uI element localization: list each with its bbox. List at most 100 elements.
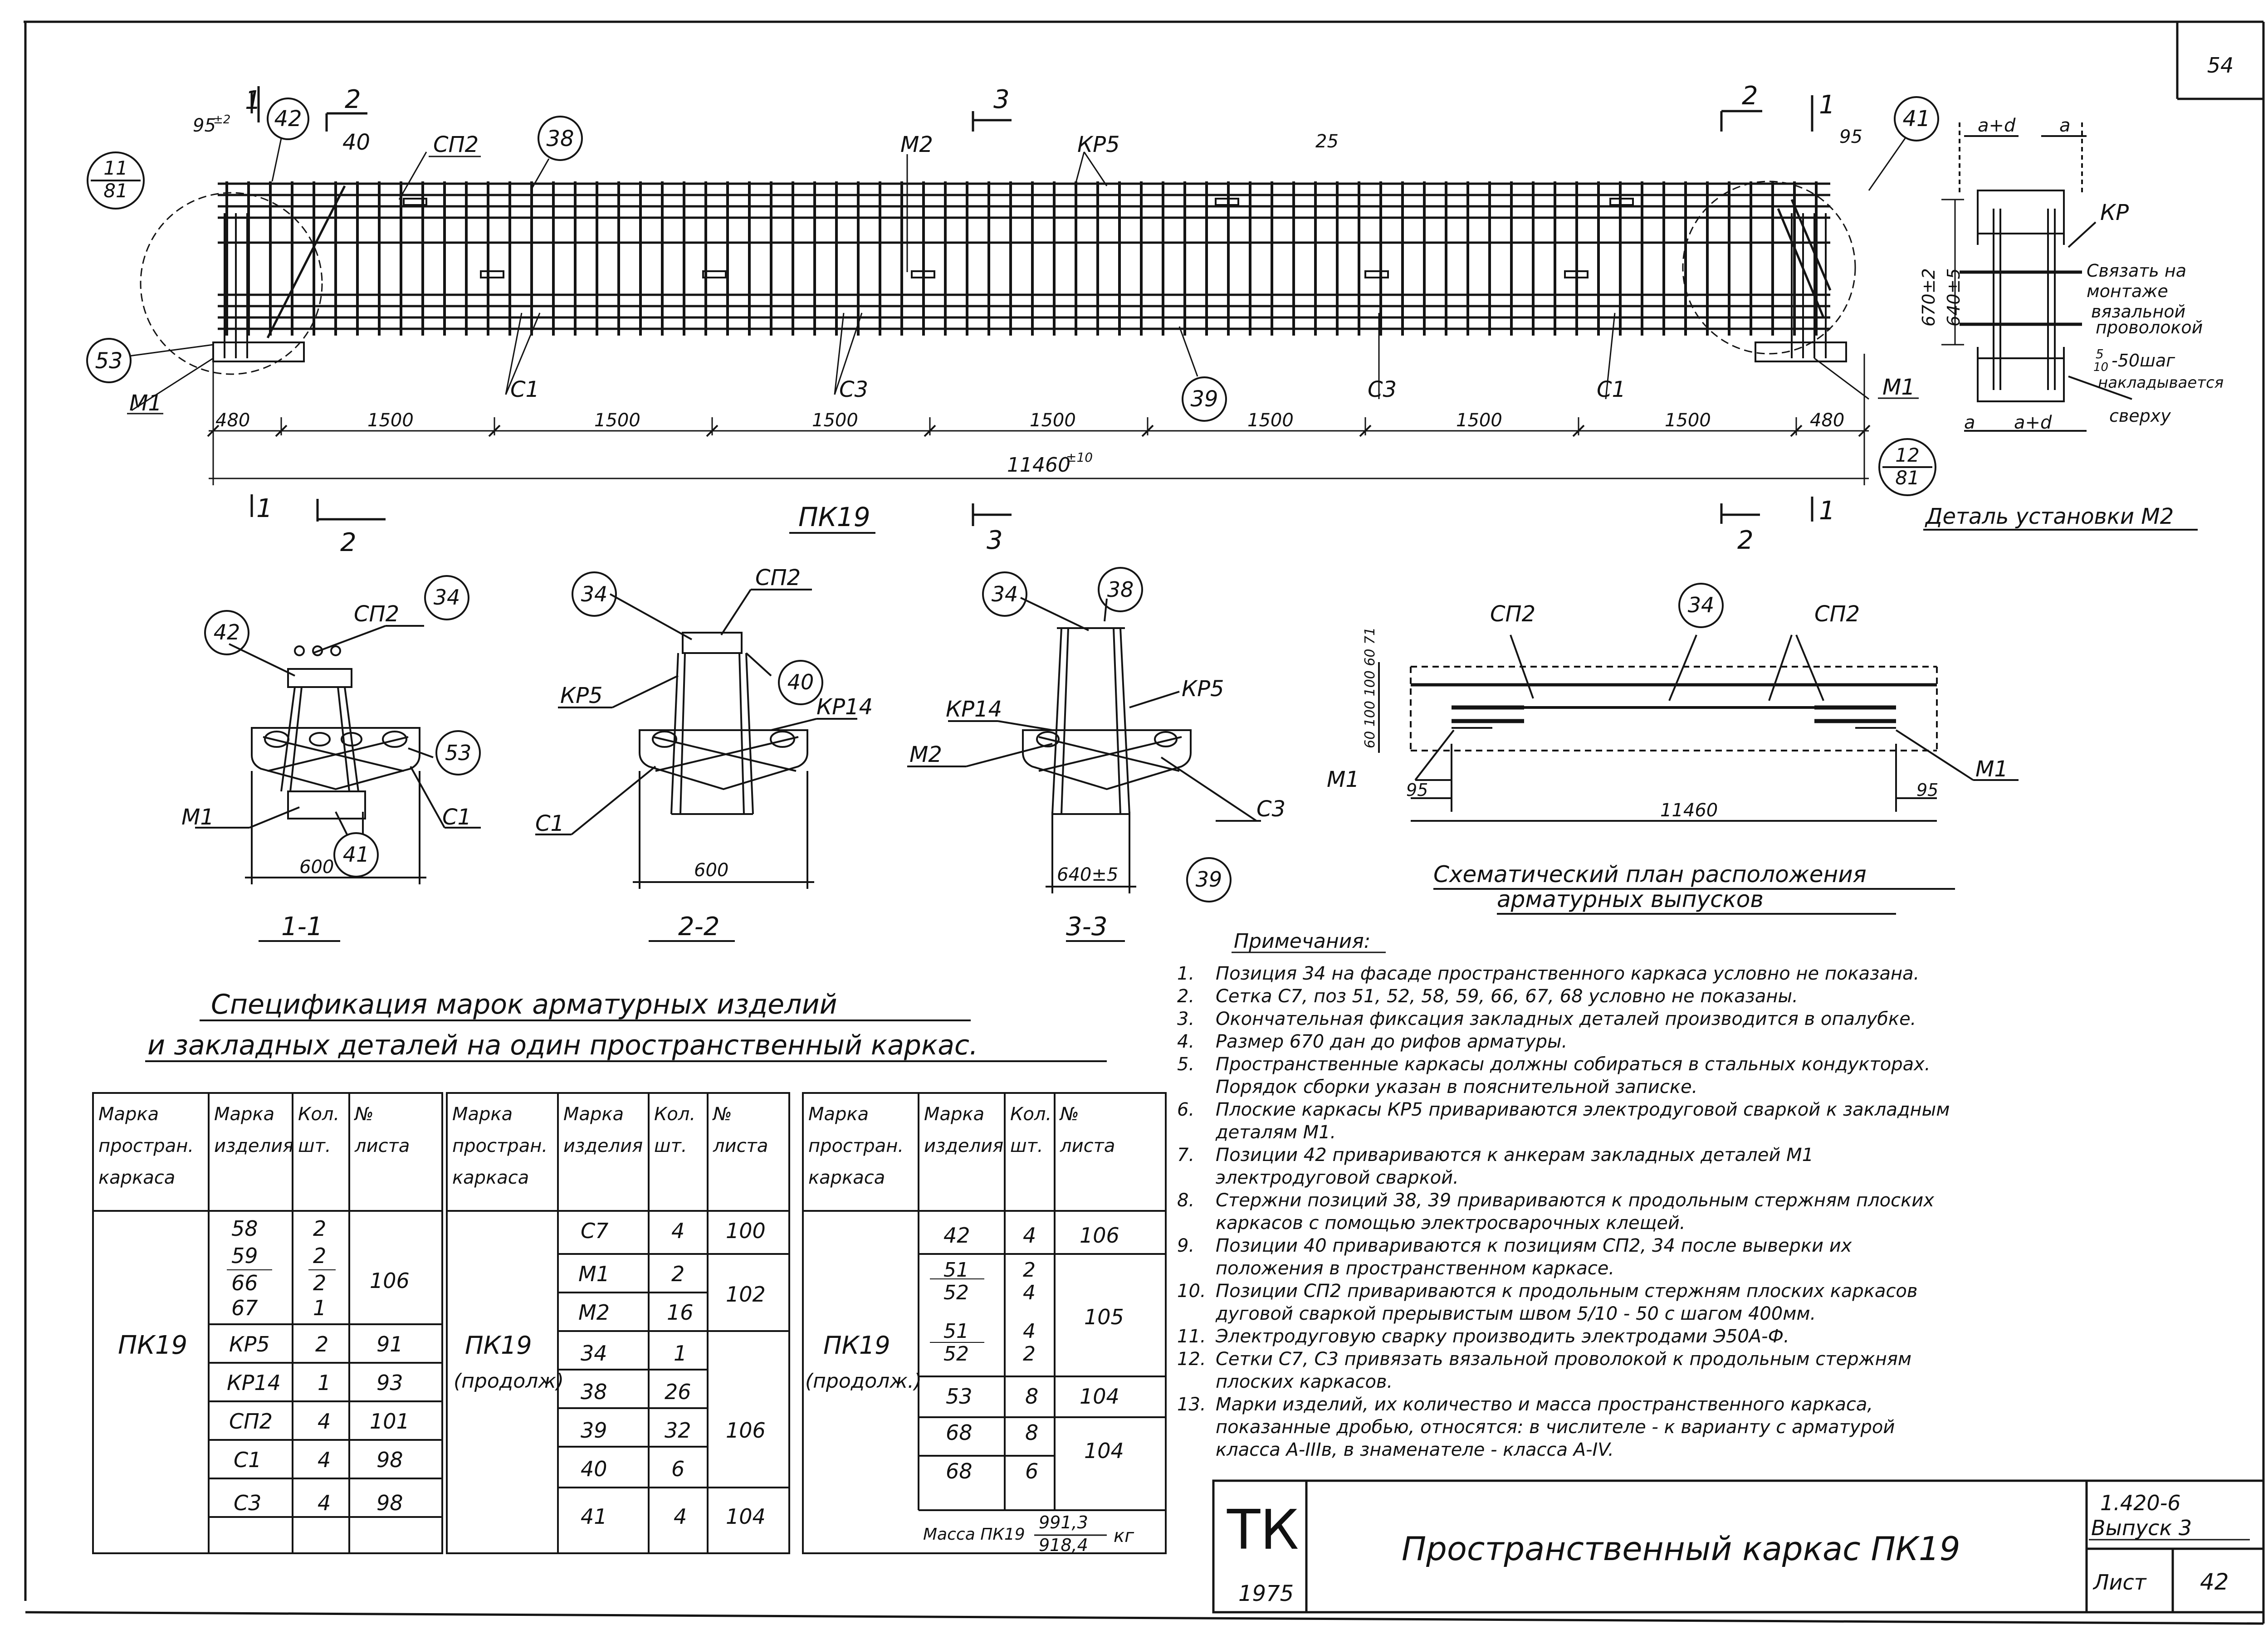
spec-header-cell: Марка <box>98 1104 159 1125</box>
spec-header-cell: изделия <box>563 1136 643 1156</box>
t2-r4-qty: 26 <box>665 1380 691 1404</box>
s33-c3: С3 <box>1256 796 1286 822</box>
dim-bay-7: 1500 <box>1665 410 1711 431</box>
t1-r4-sheet: 91 <box>376 1332 403 1356</box>
t2-r0-qty: 4 <box>671 1219 684 1243</box>
detail-m2-a-bottom: a <box>1964 412 1975 433</box>
detail-m2-frac-den: 10 <box>2093 361 2108 374</box>
s33-m2: М2 <box>909 742 942 767</box>
s11-m1: М1 <box>181 805 214 830</box>
note-text: Порядок сборки указан в пояснительной за… <box>1216 1077 1697 1097</box>
anchors <box>266 185 1832 339</box>
t1-r0-qty: 2 <box>313 1216 326 1241</box>
detail-m2-kr: КР <box>2100 200 2129 225</box>
t1-r3-mark: 67 <box>231 1296 258 1320</box>
t3-mass-den: 918,4 <box>1039 1535 1088 1555</box>
t1-r5-sheet: 93 <box>376 1371 403 1395</box>
notes-heading: Примечания: <box>1234 930 1371 953</box>
s22-sp2: СП2 <box>755 565 801 590</box>
dim-total-tol: ±10 <box>1066 450 1093 465</box>
plan-m1-right: М1 <box>1975 756 2008 782</box>
note-number: 9. <box>1177 1235 1194 1256</box>
note-text: каркасов с помощью электросварочных клещ… <box>1216 1213 1686 1234</box>
note-number: 7. <box>1177 1145 1194 1166</box>
s22-kr14: КР14 <box>816 694 873 720</box>
t1-r3-qty: 1 <box>313 1296 326 1320</box>
dim-bay-6: 1500 <box>1456 410 1502 431</box>
s11-c42: 42 <box>214 620 240 644</box>
section-mark-1-top-left: 1 <box>245 86 261 115</box>
spec-header-cell: изделия <box>924 1136 1003 1156</box>
s33-c34: 34 <box>992 582 1018 606</box>
spec-header-cell: листа <box>713 1136 768 1156</box>
title-sheet-value: 42 <box>2200 1569 2229 1595</box>
t1-r4-mark: КР5 <box>229 1332 270 1356</box>
callout-circles <box>86 96 1939 496</box>
spec-header-cell: изделия <box>214 1136 293 1156</box>
t3-r5-mark: 53 <box>946 1384 973 1409</box>
section-mark-3-top: 3 <box>993 85 1010 114</box>
detail-ref-12-den: 81 <box>1895 467 1919 489</box>
section-cuts <box>250 86 1813 526</box>
title-year: 1975 <box>1238 1581 1294 1606</box>
note-text: Плоские каркасы КР5 привариваются электр… <box>1216 1099 1950 1120</box>
t1-r4-qty: 2 <box>315 1332 328 1356</box>
t2-frame-line1: ПК19 <box>465 1331 532 1360</box>
t1-r1-mark: 59 <box>231 1244 258 1268</box>
note-number: 3. <box>1177 1009 1194 1029</box>
note-number: 12. <box>1177 1349 1206 1370</box>
t2-r1-mark: М1 <box>578 1262 610 1286</box>
spec-header-cell: Марка <box>214 1104 274 1125</box>
spec-title-line2: и закладных деталей на один пространстве… <box>147 1029 978 1061</box>
section-mark-2-top-left: 2 <box>345 85 361 114</box>
t3-s-68: 104 <box>1084 1439 1124 1463</box>
t3-r4-mark: 52 <box>943 1342 969 1366</box>
note-text: дуговой сваркой прерывистым швом 5/10 - … <box>1215 1303 1816 1324</box>
t2-r7-qty: 4 <box>674 1504 687 1529</box>
spec-header-cell: листа <box>1060 1136 1115 1156</box>
note-text: плоских каркасов. <box>1216 1371 1393 1392</box>
s33-kr5: КР5 <box>1182 676 1224 702</box>
note-number: 2. <box>1177 986 1194 1007</box>
callout-53: 53 <box>95 348 122 374</box>
t3-r1-qty: 2 <box>1023 1258 1036 1282</box>
spec-title-line1: Спецификация марок арматурных изделий <box>211 989 837 1020</box>
spec-header-cell: Кол. <box>298 1104 339 1125</box>
t3-r0-qty: 4 <box>1023 1223 1036 1248</box>
s33-c38: 38 <box>1107 577 1134 602</box>
spec-header-cell: простран. <box>808 1136 904 1156</box>
spec-header-cell: простран. <box>98 1136 194 1156</box>
sheet-number: 54 <box>2207 53 2234 78</box>
plan-title-line2: арматурных выпусков <box>1497 886 1764 912</box>
plan-sp2-left: СП2 <box>1490 601 1535 627</box>
section-mark-1-bottom-right: 1 <box>1819 496 1835 526</box>
embedded-plates-m2 <box>403 198 1634 278</box>
note-number: 10. <box>1177 1281 1206 1302</box>
t1-r5-qty: 1 <box>318 1371 331 1395</box>
t3-r3-qty: 4 <box>1023 1320 1036 1343</box>
note-text: Окончательная фиксация закладных деталей… <box>1216 1009 1916 1029</box>
t3-s-51-52: 105 <box>1084 1305 1124 1329</box>
note-text: положения в пространственном каркасе. <box>1216 1258 1614 1279</box>
dim-bay-3: 1500 <box>812 410 858 431</box>
spec-header-cell: Кол. <box>654 1104 695 1125</box>
callout-38: 38 <box>546 126 574 151</box>
t1-r6-qty: 4 <box>318 1409 331 1434</box>
t2-r3-qty: 1 <box>674 1341 687 1366</box>
section-1-1: СП2 42 34 53 41 М1 С1 600 1-1 <box>181 575 481 942</box>
callout-42: 42 <box>274 106 302 132</box>
note-text: Марки изделий, их количество и масса про… <box>1216 1394 1873 1415</box>
spec-table-2 <box>446 1092 790 1554</box>
t2-r4-mark: 38 <box>581 1380 607 1404</box>
detail-m2-title: Деталь установки М2 <box>1925 504 2174 529</box>
s11-title: 1-1 <box>281 912 323 941</box>
detail-m2-a-top: a <box>2059 115 2071 136</box>
s22-c1: С1 <box>535 811 564 836</box>
section-2-2: СП2 34 40 КР5 КР14 С1 600 2-2 <box>535 565 873 942</box>
spec-header-cell: листа <box>354 1136 410 1156</box>
t2-r5-mark: 39 <box>581 1418 607 1443</box>
dim-480-left: 480 <box>215 410 250 431</box>
t3-mass-num: 991,3 <box>1039 1512 1088 1532</box>
thin-verticals <box>224 213 1827 358</box>
